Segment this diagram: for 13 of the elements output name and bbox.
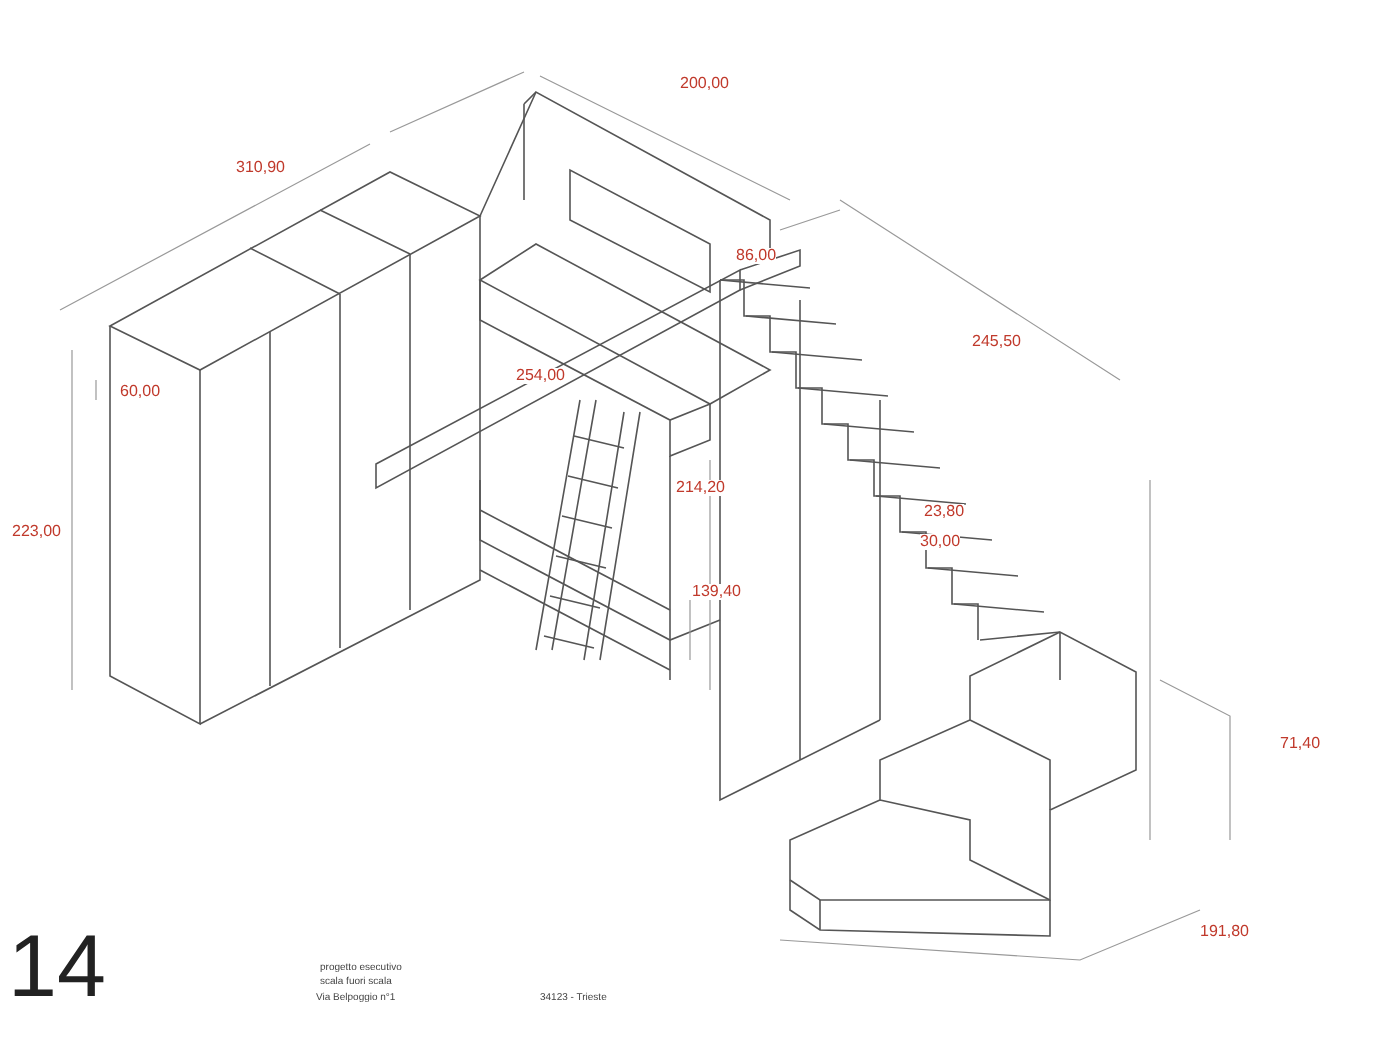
dimension-label: 60,00 [120, 384, 161, 400]
dimension-label: 139,40 [692, 584, 741, 600]
dimension-label: 245,50 [972, 334, 1021, 350]
dimension-label: 30,00 [920, 534, 961, 550]
dimension-label: 214,20 [676, 480, 725, 496]
dimension-label: 71,40 [1280, 736, 1321, 752]
dimension-label: 23,80 [924, 504, 965, 520]
dimension-label: 254,00 [516, 368, 565, 384]
dimension-label: 200,00 [680, 76, 729, 92]
dimension-label: 223,00 [12, 524, 61, 540]
dimension-label: 86,00 [736, 248, 777, 264]
dimension-label: 310,90 [236, 160, 285, 176]
dimension-label: 191,80 [1200, 924, 1249, 940]
